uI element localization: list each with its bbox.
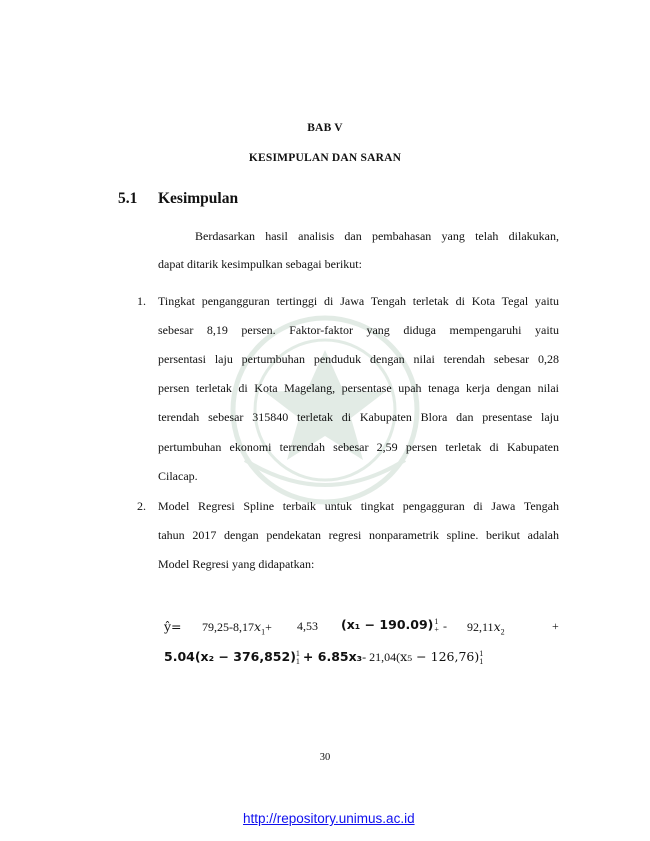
chapter-label: BAB V	[307, 122, 343, 134]
university-seal-watermark	[230, 315, 420, 505]
intro-line-2: dapat ditarik kesimpulkan sebagai beriku…	[158, 257, 362, 271]
list-item-line: Tingkat pengangguran tertinggi di Jawa T…	[158, 294, 559, 308]
list-item-line: pertumbuhan ekonomi terrendah sebesar 2,…	[158, 440, 559, 454]
list-item-number: 2.	[137, 499, 146, 513]
list-item-line: persentasi laju pertumbuhan penduduk den…	[158, 352, 559, 366]
list-item-line: Model Regresi yang didapatkan:	[158, 557, 315, 571]
chapter-title: KESIMPULAN DAN SARAN	[248, 152, 402, 164]
equation-term-1: 79,25-8,17x1+	[202, 619, 272, 637]
page-number: 30	[319, 752, 331, 763]
section-number: 5.1	[118, 190, 138, 207]
list-item-line: Cilacap.	[158, 469, 198, 483]
equation-coef-2: 4,53	[297, 619, 318, 633]
list-item-line: persen terletak di Kota Magelang, persen…	[158, 381, 559, 395]
equation-knot-1: (x₁ − 190.09)1+	[341, 617, 439, 635]
equation-yhat: ŷ=	[164, 619, 182, 634]
intro-line-1: Berdasarkan hasil analisis dan pembahasa…	[195, 229, 559, 243]
equation-term-3: 92,11x2	[467, 619, 505, 637]
list-item-line: terendah sebesar 315840 terletak di Kabu…	[158, 410, 559, 424]
list-item-number: 1.	[137, 294, 146, 308]
list-item-line: sebesar 8,19 persen. Faktor-faktor yang …	[158, 323, 559, 337]
equation-plus: +	[552, 619, 559, 633]
equation-minus: -	[443, 619, 447, 633]
equation-line-1: ŷ=	[164, 619, 182, 635]
list-item-line: Model Regresi Spline terbaik untuk tingk…	[158, 499, 559, 513]
section-title: Kesimpulan	[158, 190, 239, 207]
list-item-line: tahun 2017 dengan pendekatan regresi non…	[158, 528, 559, 542]
repository-link[interactable]: http://repository.unimus.ac.id	[243, 811, 415, 826]
